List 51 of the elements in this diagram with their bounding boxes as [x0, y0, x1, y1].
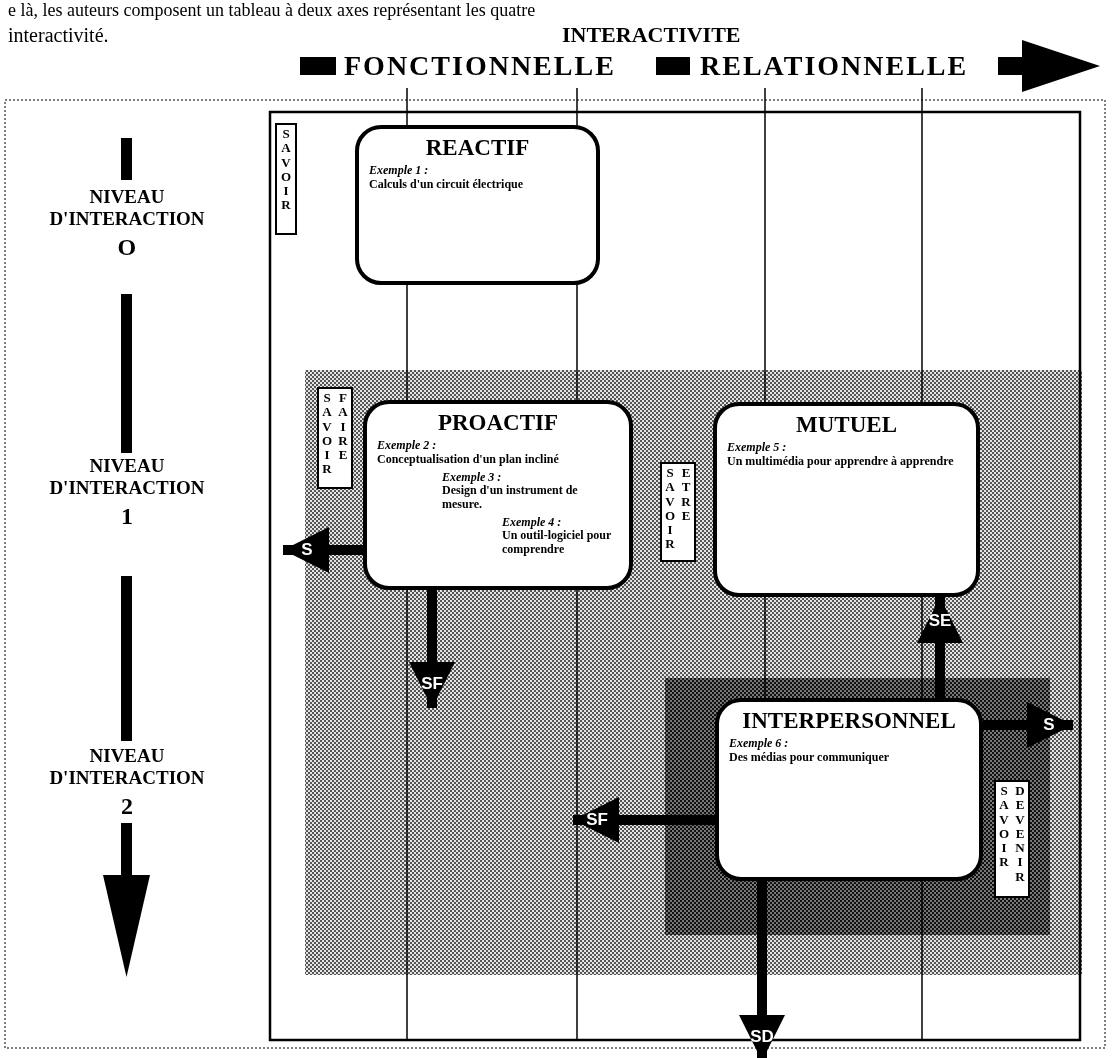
example-heading: Exemple 1 : — [369, 163, 430, 178]
arrow — [983, 702, 1073, 748]
label-box — [660, 462, 696, 562]
label-box — [275, 123, 297, 235]
edge-label: SD — [750, 1027, 774, 1047]
arrow — [409, 590, 455, 708]
label-box — [994, 780, 1030, 898]
axis-label: FONCTIONNELLE — [344, 50, 616, 82]
rounded-box — [715, 698, 983, 881]
example-text: Calculs d'un circuit électrique — [369, 177, 525, 192]
axis-title: INTERACTIVITE — [562, 22, 741, 48]
arrow — [283, 527, 363, 573]
level-number: 2 — [121, 793, 133, 820]
example-text: Des médias pour communiquer — [729, 750, 891, 765]
rounded-box — [713, 402, 980, 597]
box-title: PROACTIF — [436, 410, 560, 437]
text-line: e là, les auteurs composent un tableau à deux axes représentant les quatre — [8, 0, 536, 21]
axis-label: RELATIONNELLE — [700, 50, 969, 82]
example-text: Un outil-logiciel pour comprendre — [502, 529, 613, 557]
edge-label: SE — [928, 611, 952, 631]
vertical-label: SAVOIR — [279, 127, 293, 215]
vertical-label: SAVOIR ETRE — [663, 466, 692, 554]
example-text: Conceptualisation d'un plan incliné — [377, 452, 560, 467]
example-text: Un multimédia pour apprendre à apprendre — [727, 454, 955, 469]
edge-label: SF — [586, 810, 608, 830]
level-number: O — [117, 234, 137, 261]
edge-label: S — [1043, 715, 1055, 735]
edge-label: SF — [421, 674, 443, 694]
box-title: REACTIF — [424, 135, 531, 162]
edge-label: S — [301, 540, 313, 560]
level-number: 1 — [121, 503, 133, 530]
example-heading: Exemple 5 : — [727, 440, 788, 455]
arrow — [739, 881, 785, 1058]
example-heading: Exemple 2 : — [377, 438, 438, 453]
rounded-box — [363, 400, 633, 590]
arrow — [917, 597, 963, 698]
level-label: NIVEAU D'INTERACTION — [48, 186, 206, 230]
box-title: MUTUEL — [795, 412, 898, 439]
example-heading: Exemple 6 : — [729, 736, 790, 751]
arrow — [573, 797, 715, 843]
level-label: NIVEAU D'INTERACTION — [48, 455, 206, 499]
text-line: interactivité. — [8, 24, 109, 47]
example-text: Design d'un instrument de mesure. — [442, 484, 579, 512]
example-heading: Exemple 3 : — [442, 469, 503, 484]
example-heading: Exemple 4 : — [502, 514, 563, 529]
box-title: INTERPERSONNEL — [741, 708, 957, 735]
vertical-label: SAVOIR DEVENIR — [997, 784, 1026, 886]
rounded-box — [355, 125, 600, 285]
label-box — [317, 387, 353, 489]
level-label: NIVEAU D'INTERACTION — [48, 745, 206, 789]
vertical-label: SAVOIR FAIRE — [320, 391, 349, 479]
